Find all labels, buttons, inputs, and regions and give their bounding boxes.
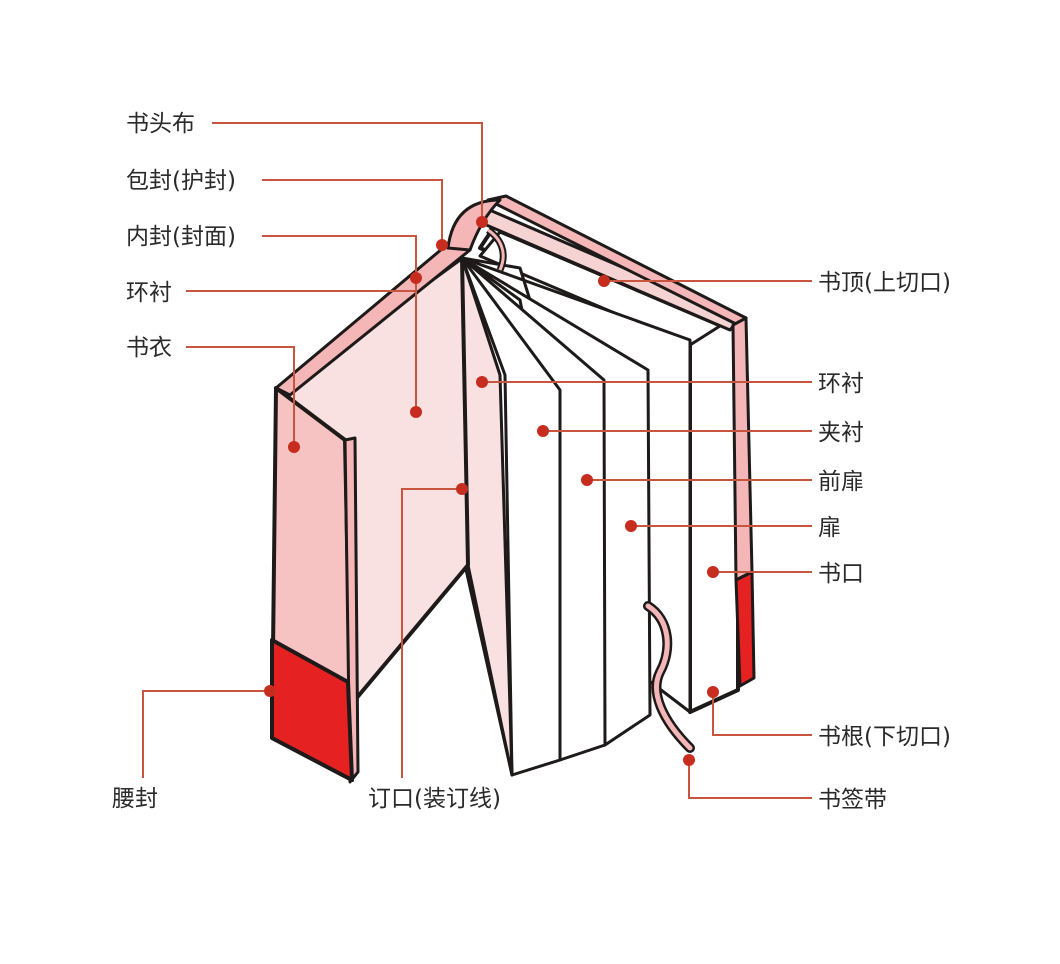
label-fore-edge: 书口: [818, 561, 864, 587]
labels: 书头布 包封(护封) 内封(封面) 环衬 书衣 腰封 订口(装订线) 书顶(上切…: [112, 111, 951, 813]
dot-dust-jacket: [436, 239, 448, 251]
leader-ribbon: [688, 760, 812, 799]
label-endpaper-right: 环衬: [818, 371, 864, 397]
dot-ribbon: [683, 754, 695, 766]
headband-curl: [446, 198, 502, 252]
ribbon-marker-fill: [645, 603, 693, 751]
leader-gutter: [401, 488, 462, 778]
dot-headband: [476, 216, 488, 228]
label-dust-jacket: 包封(护封): [126, 168, 236, 194]
leader-inner-cover: [262, 235, 417, 412]
label-book-jacket: 书衣: [126, 335, 172, 361]
leader-book-jacket: [186, 346, 295, 447]
dot-endpaper-left: [410, 272, 422, 284]
dot-fore-edge: [707, 566, 719, 578]
label-inner-cover: 内封(封面): [126, 224, 236, 250]
dot-book-jacket: [288, 441, 300, 453]
label-headband: 书头布: [126, 111, 195, 137]
fore-edge-strip: [731, 316, 754, 582]
leader-belly-band: [142, 690, 270, 778]
leader-bottom-edge: [712, 692, 812, 736]
dot-front-title: [581, 474, 593, 486]
dot-interleaf: [537, 425, 549, 437]
dot-inner-cover: [410, 406, 422, 418]
label-endpaper-left: 环衬: [126, 280, 172, 306]
label-bottom-edge: 书根(下切口): [818, 724, 951, 750]
label-ribbon: 书签带: [818, 787, 887, 813]
label-belly-band: 腰封: [112, 786, 158, 812]
label-front-title: 前扉: [818, 469, 864, 495]
label-interleaf: 夹衬: [818, 420, 864, 446]
dot-endpaper-right: [476, 376, 488, 388]
dot-belly-band: [264, 685, 276, 697]
fore-edge-red: [734, 570, 756, 688]
leader-headband: [212, 122, 483, 222]
label-title-page: 扉: [818, 515, 841, 541]
dot-bottom-edge: [707, 686, 719, 698]
dot-gutter: [456, 483, 468, 495]
label-gutter: 订口(装订线): [368, 786, 501, 812]
dot-title-page: [625, 520, 637, 532]
book-illustration: [270, 194, 756, 784]
ribbon-top-fill: [487, 228, 505, 271]
dot-top-edge: [598, 275, 610, 287]
marker-dots: [264, 216, 719, 766]
leader-endpaper-left: [186, 278, 417, 292]
belly-band-red: [270, 638, 354, 782]
label-top-edge: 书顶(上切口): [818, 270, 951, 296]
jacket-edge: [343, 436, 360, 784]
leader-dust-jacket: [262, 179, 443, 245]
